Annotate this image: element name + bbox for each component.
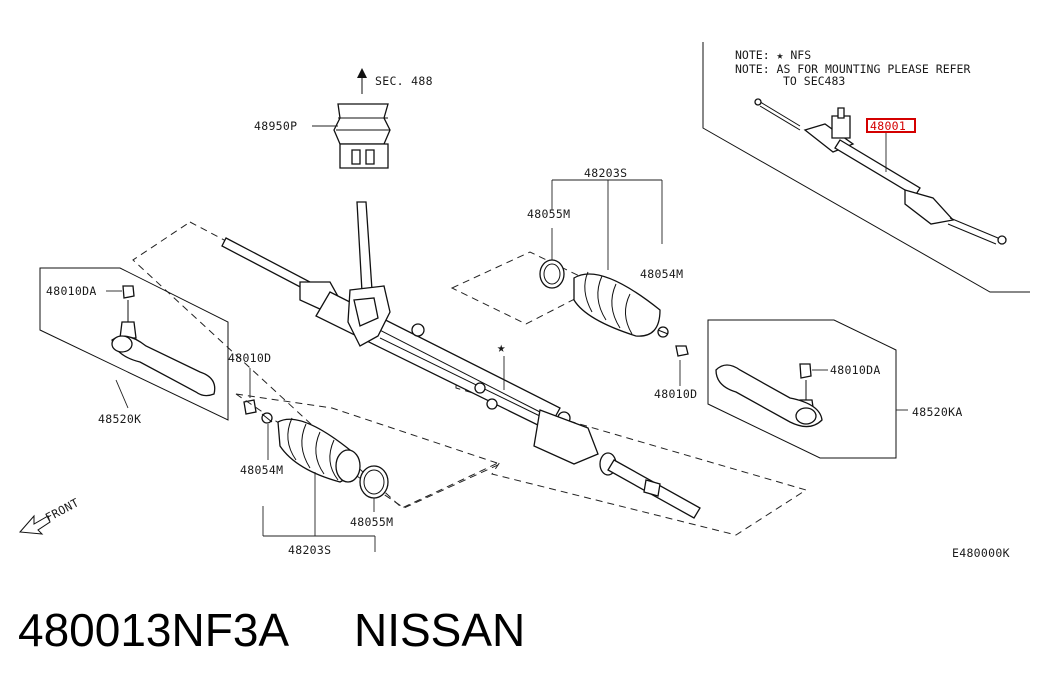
label-sec-488: SEC. 488 [375,74,433,88]
part-48203S-boot-top [573,271,661,337]
part-48010DA-nut-right [799,363,828,379]
label-48203S-bottom: 48203S [288,543,331,557]
inset-panel: NOTE: ★ NFS NOTE: AS FOR MOUNTING PLEASE… [702,42,1030,293]
label-48010D-right: 48010D [654,387,697,401]
label-48055M-bottom: 48055M [350,515,393,529]
part-48054M-clip-top [657,326,669,338]
note-mounting: NOTE: AS FOR MOUNTING PLEASE REFER [735,62,970,76]
label-48055M-top: 48055M [527,207,570,221]
part-48520KA-tie-rod-end [715,364,823,428]
part-48055M-clamp-bottom [359,465,389,499]
part-48010D-nut-right [675,345,689,386]
footer-brand: NISSAN [354,604,525,656]
note-sec483: TO SEC483 [783,74,845,88]
part-48203S-boot-bottom [277,417,361,483]
note-nfs: NOTE: ★ NFS [735,48,811,62]
label-48054M-top: 48054M [640,267,683,281]
front-indicator: FRONT [18,495,81,535]
nfs-star: ★ [497,340,506,356]
label-48203S-top: 48203S [584,166,627,180]
left-tie-rod-end-outline [39,267,229,421]
part-48001-rack-assembly: ★ [221,201,701,519]
part-48054M-clip-bottom [261,412,273,424]
diagram-code: E480000K [952,546,1010,560]
label-48520KA: 48520KA [912,405,963,419]
footer-part-number: 480013NF3A [18,604,289,656]
part-48055M-clamp-top [539,259,565,289]
label-48010D-left: 48010D [228,351,271,365]
part-48010D-nut-left [243,368,257,415]
highlight-box-48001[interactable] [866,118,916,133]
right-tie-rod-end-outline [707,319,897,459]
part-48950P-mount: 48950P [254,103,391,169]
label-48010DA-left: 48010DA [46,284,97,298]
label-48010DA-right: 48010DA [830,363,881,377]
inset-rack-drawing [754,98,1007,245]
sec-reference: SEC. 488 [357,68,433,94]
label-48520K: 48520K [98,412,141,426]
part-48010DA-nut-left [122,285,135,299]
label-front: FRONT [43,495,81,524]
label-48054M-bottom: 48054M [240,463,283,477]
label-48950P: 48950P [254,119,297,133]
label-48001[interactable]: 48001 [870,119,906,133]
part-48520K-tie-rod-end [111,300,216,397]
